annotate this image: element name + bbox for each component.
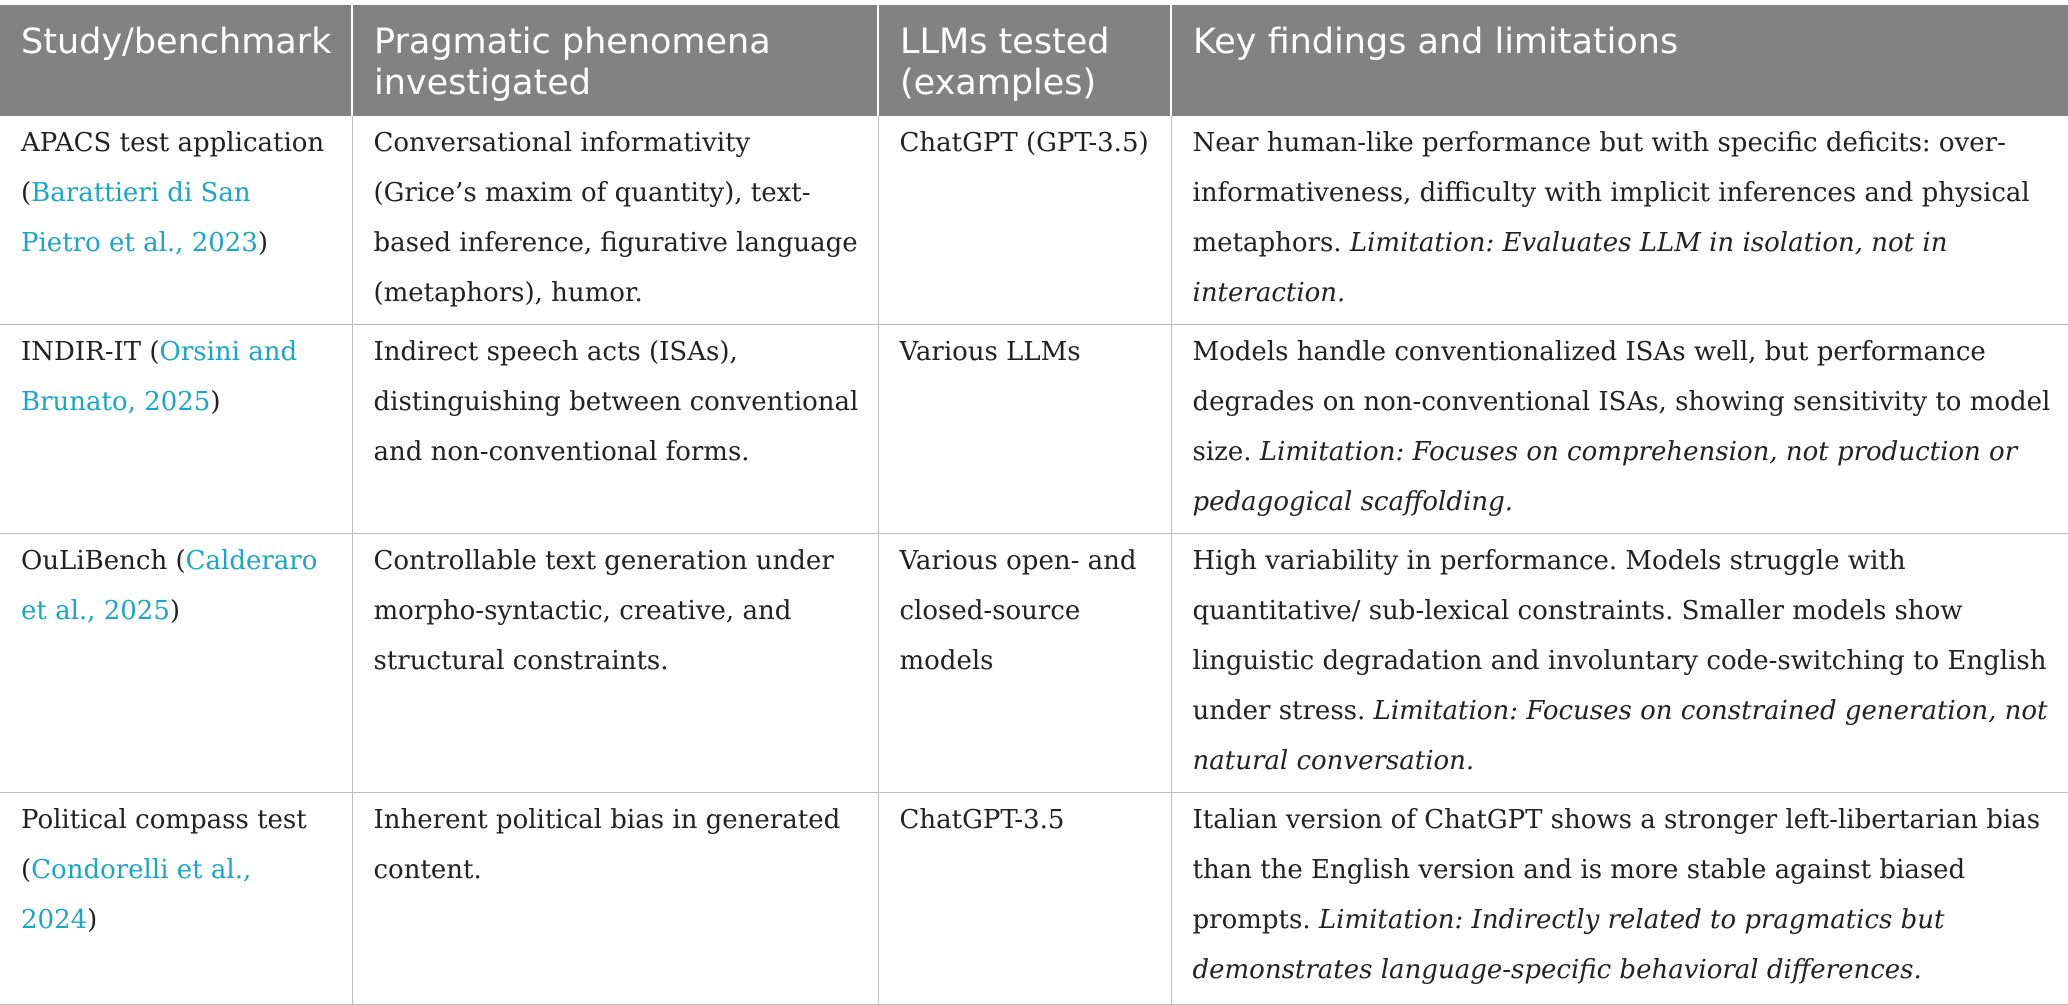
llms-cell: Various open- and closed-source models: [877, 533, 1171, 793]
header-llms: LLMs tested (examples): [877, 5, 1171, 116]
citation-link[interactable]: Condorelli et al., 2024: [21, 855, 252, 935]
llms-cell: ChatGPT (GPT-3.5): [877, 116, 1171, 325]
citation-link[interactable]: Barattieri di San Pietro et al., 2023: [21, 178, 258, 258]
study-cell: OuLiBench (Calderaro et al., 2025): [0, 533, 352, 793]
study-cell: APACS test application (Barattieri di Sa…: [0, 116, 352, 325]
findings-text: Models handle conventionalized ISAs well…: [1192, 337, 2051, 467]
limitation-text: Limitation: Focuses on constrained gener…: [1192, 696, 2048, 776]
table-row: INDIR-IT (Orsini and Brunato, 2025) Indi…: [0, 324, 2068, 534]
findings-cell: Near human-like performance but with spe…: [1170, 116, 2068, 325]
llms-cell: Various LLMs: [877, 324, 1171, 534]
study-name: APACS test application (: [21, 128, 325, 208]
table-header: Study/benchmark Pragmatic phenomena inve…: [0, 5, 2068, 116]
header-study: Study/benchmark: [0, 5, 352, 116]
header-findings: Key findings and limitations: [1170, 5, 2068, 116]
study-close: ): [87, 905, 98, 935]
findings-cell: Models handle conventionalized ISAs well…: [1170, 324, 2068, 534]
table-row: Political compass test (Condorelli et al…: [0, 792, 2068, 1005]
phenomena-cell: Controllable text generation under morph…: [351, 533, 878, 793]
study-cell: INDIR-IT (Orsini and Brunato, 2025): [0, 324, 352, 534]
study-close: ): [257, 228, 269, 258]
table-row: OuLiBench (Calderaro et al., 2025) Contr…: [0, 533, 2068, 793]
phenomena-cell: Conversational informativity (Grice’s ma…: [351, 116, 878, 325]
limitation-text: Limitation: Evaluates LLM in isolation, …: [1192, 228, 1948, 308]
study-close: ): [169, 596, 181, 626]
study-name: INDIR-IT (: [21, 337, 160, 367]
findings-cell: High variability in performance. Models …: [1170, 533, 2068, 793]
llms-cell: ChatGPT-3.5: [877, 792, 1171, 1005]
table-body: APACS test application (Barattieri di Sa…: [0, 116, 2068, 1005]
phenomena-cell: Inherent political bias in generated con…: [351, 792, 878, 1005]
header-row: Study/benchmark Pragmatic phenomena inve…: [0, 5, 2068, 116]
limitation-text: Limitation: Focuses on comprehension, no…: [1192, 437, 2018, 517]
comparison-table: Study/benchmark Pragmatic phenomena inve…: [0, 5, 2068, 1005]
findings-text: High variability in performance. Models …: [1192, 546, 2047, 726]
study-name: OuLiBench (: [21, 546, 186, 576]
header-phenomena: Pragmatic phenomena investigated: [351, 5, 878, 116]
findings-cell: Italian version of ChatGPT shows a stron…: [1170, 792, 2068, 1005]
findings-text: Near human-like performance but with spe…: [1192, 128, 2030, 258]
citation-link[interactable]: Orsini and Brunato, 2025: [21, 337, 298, 417]
study-cell: Political compass test (Condorelli et al…: [0, 792, 352, 1005]
study-name: Political compass test (: [21, 805, 307, 885]
table-row: APACS test application (Barattieri di Sa…: [0, 116, 2068, 325]
phenomena-cell: Indirect speech acts (ISAs), distinguish…: [351, 324, 878, 534]
citation-link[interactable]: Calderaro et al., 2025: [21, 546, 318, 626]
study-close: ): [210, 387, 221, 417]
